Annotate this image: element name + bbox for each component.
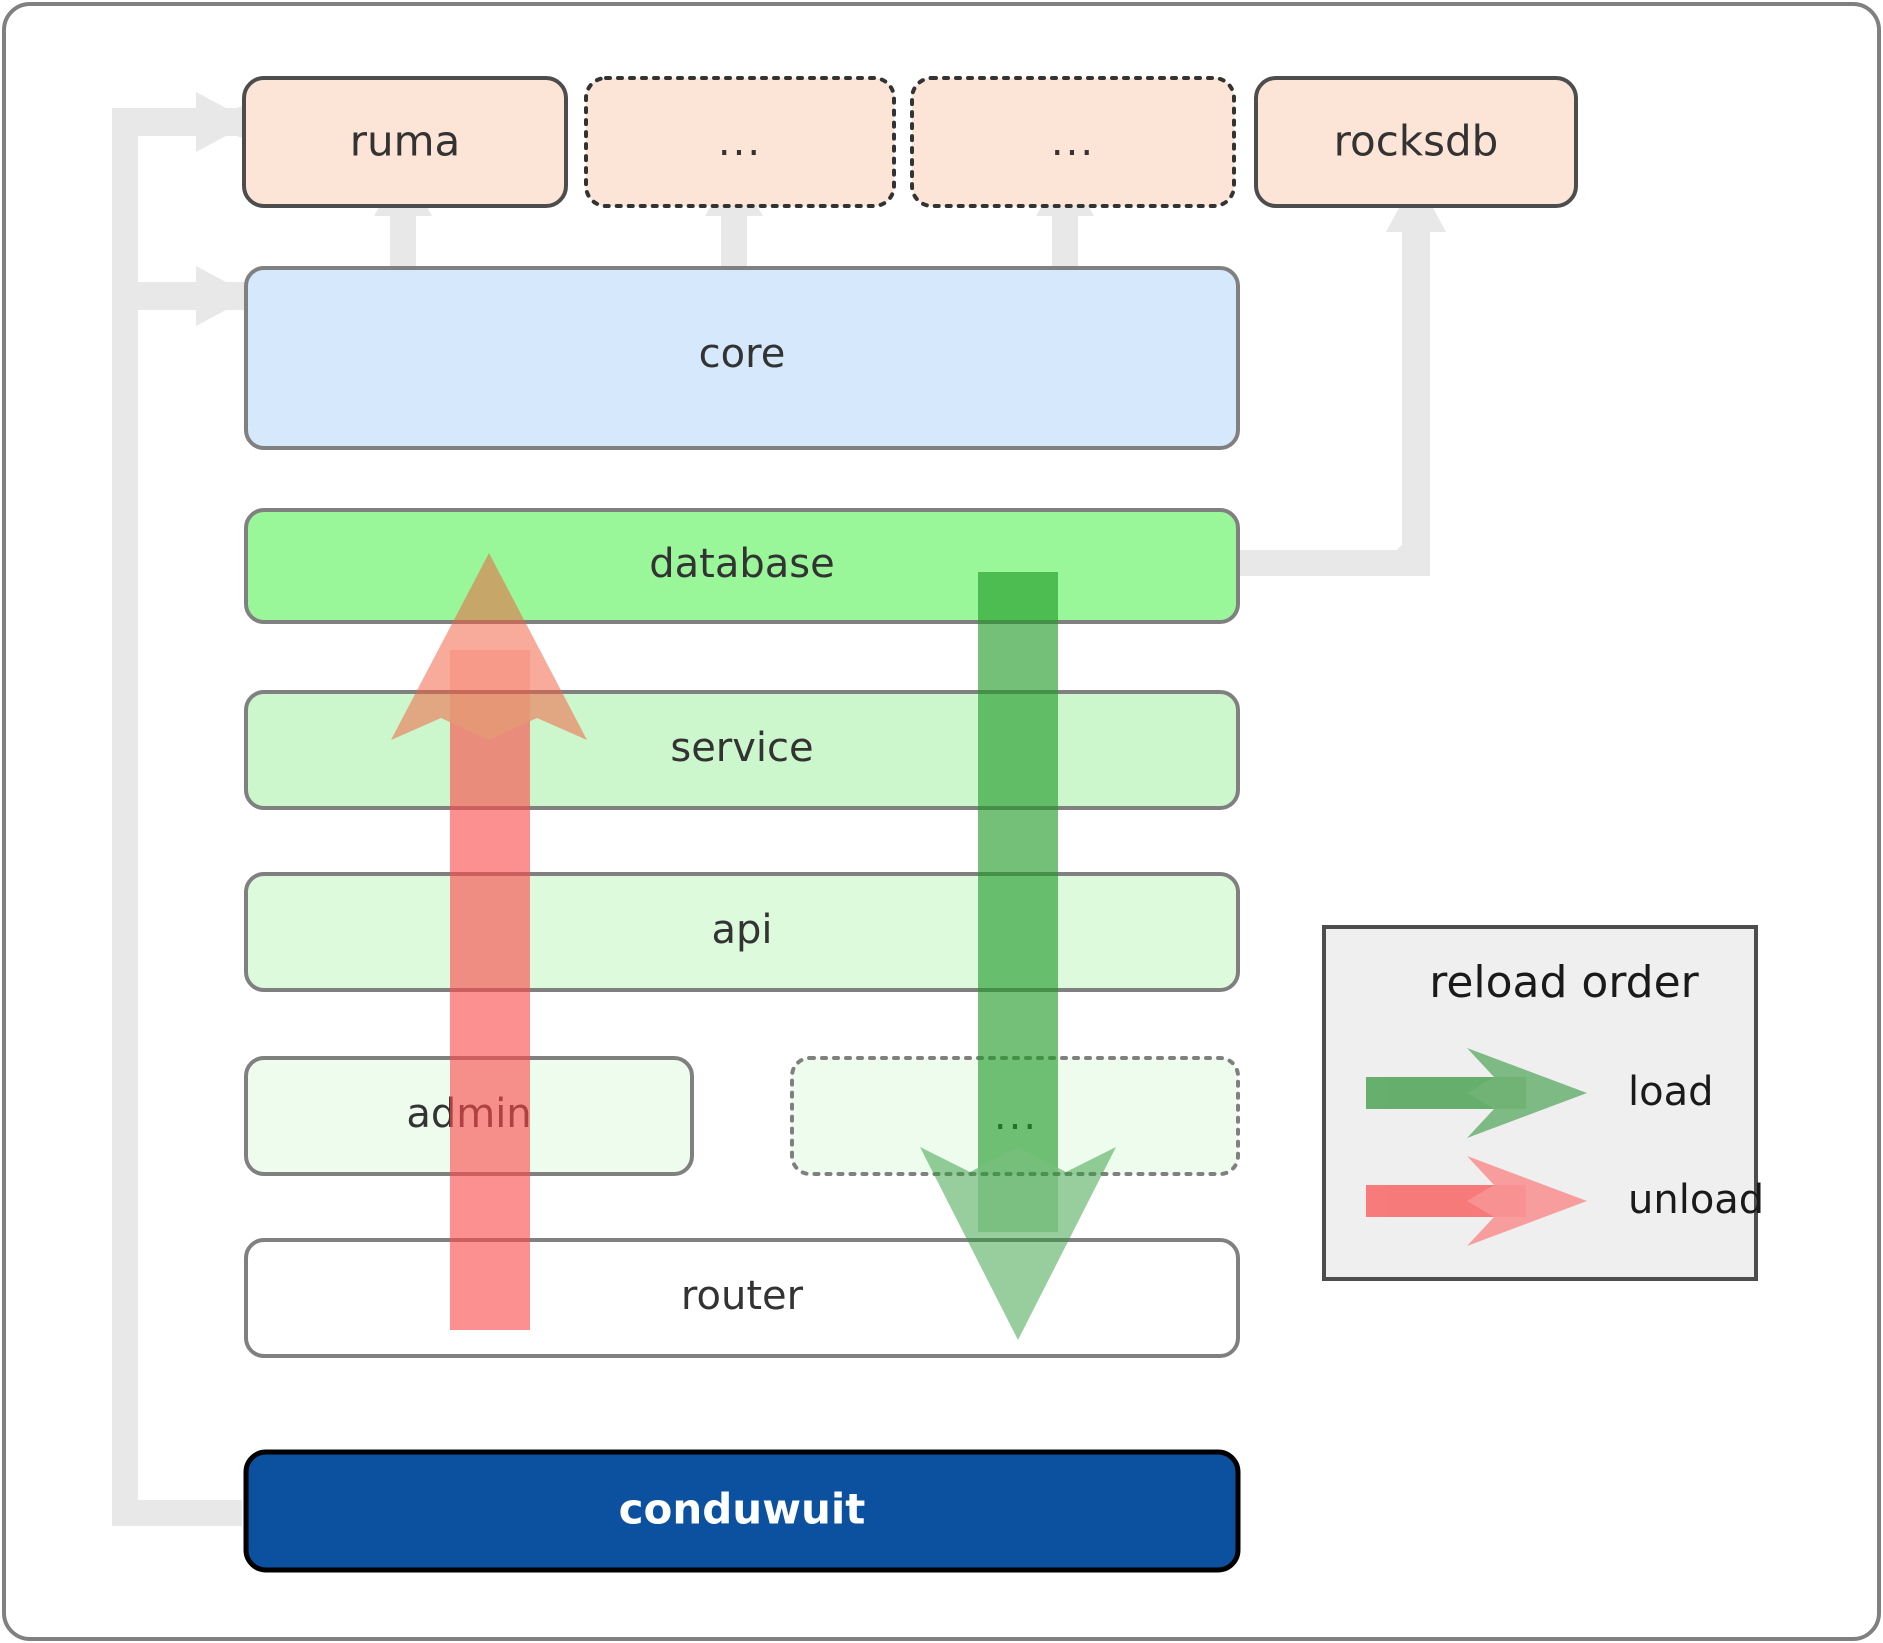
crate-label-ext1: ... xyxy=(718,119,762,165)
layer-box-database[interactable]: database xyxy=(244,508,1240,624)
layer-box-core[interactable]: core xyxy=(244,266,1240,450)
crate-box-ext1[interactable]: ... xyxy=(584,76,896,208)
legend-panel: reload order load unload xyxy=(1322,925,1764,1281)
legend-entry-unload: unload xyxy=(1366,1156,1764,1246)
left-connector-arrowheads xyxy=(196,92,252,326)
legend-label-unload: unload xyxy=(1628,1177,1764,1223)
external-crates-row: ruma ... ... rocksdb xyxy=(242,76,1578,208)
layer-label-core: core xyxy=(699,331,786,377)
load-flow-arrow xyxy=(920,572,1116,1340)
layer-label-api: api xyxy=(711,907,772,953)
crate-label-ext2: ... xyxy=(1051,119,1095,165)
layer-box-service[interactable]: service xyxy=(244,690,1240,810)
legend-label-load: load xyxy=(1628,1069,1714,1115)
layer-label-service: service xyxy=(670,725,813,771)
legend-title: reload order xyxy=(1429,957,1699,1008)
unload-flow-arrow xyxy=(391,553,587,1330)
layer-label-database: database xyxy=(649,541,834,587)
legend-unload-arrow-icon xyxy=(1366,1156,1587,1246)
layer-label-router: router xyxy=(681,1273,804,1319)
legend-load-arrow-icon xyxy=(1366,1048,1587,1138)
legend-entry-load: load xyxy=(1366,1048,1714,1138)
root-label-conduwuit: conduwuit xyxy=(619,1485,866,1534)
crate-label-rocksdb: rocksdb xyxy=(1334,117,1499,166)
crate-box-ruma[interactable]: ruma xyxy=(242,76,568,208)
crate-label-ruma: ruma xyxy=(350,117,461,166)
crate-box-ext2[interactable]: ... xyxy=(910,76,1236,208)
root-box-conduwuit[interactable]: conduwuit xyxy=(243,1449,1241,1573)
layer-box-api[interactable]: api xyxy=(244,872,1240,992)
crate-box-rocksdb[interactable]: rocksdb xyxy=(1254,76,1578,208)
layer-box-router[interactable]: router xyxy=(244,1238,1240,1358)
